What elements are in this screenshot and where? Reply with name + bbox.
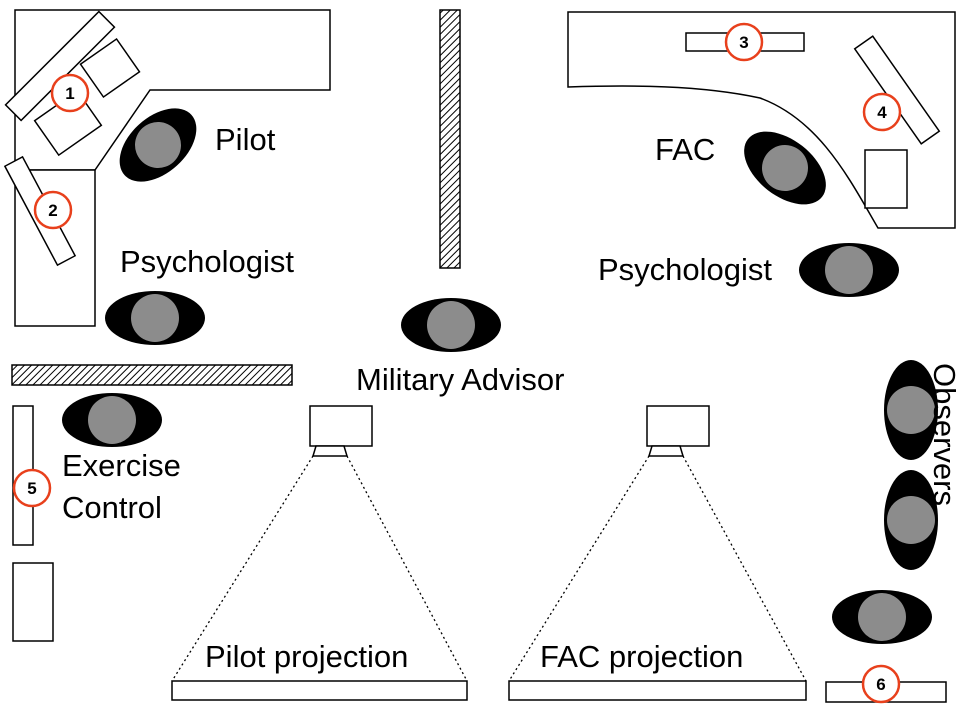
fac-beam-left xyxy=(508,455,650,682)
badge-4: 4 xyxy=(862,92,902,132)
badge-6-number: 6 xyxy=(876,675,885,694)
pilot-person xyxy=(119,108,197,182)
pilot-screen-1 xyxy=(4,10,116,122)
badge-5-number: 5 xyxy=(27,479,36,498)
military-advisor-person xyxy=(401,298,501,352)
exercise-control-label-line1: Exercise xyxy=(62,448,181,483)
fac-projection-label: FAC projection xyxy=(540,639,743,674)
center-wall xyxy=(439,9,461,269)
psychologist-right-person xyxy=(799,243,899,297)
badge-3-number: 3 xyxy=(739,33,748,52)
pilot-projector-body xyxy=(309,405,373,447)
pilot-monitor-a xyxy=(79,37,141,99)
fac-station xyxy=(567,11,956,229)
badge-2: 2 xyxy=(33,190,73,230)
badge-1: 1 xyxy=(50,73,90,113)
psychologist-right-label: Psychologist xyxy=(598,252,772,287)
badge-2-number: 2 xyxy=(48,201,57,220)
exercise-control-person xyxy=(62,393,162,447)
control-monitor xyxy=(12,562,54,642)
badge-6: 6 xyxy=(861,664,901,704)
badge-5: 5 xyxy=(12,468,52,508)
pilot-projection-label: Pilot projection xyxy=(205,639,408,674)
fac-projector-lens xyxy=(647,445,685,457)
left-wall xyxy=(11,364,293,386)
fac-projector-body xyxy=(646,405,710,447)
observer-person-1 xyxy=(884,360,938,460)
badge-4-number: 4 xyxy=(877,103,887,122)
pilot-projector xyxy=(171,405,468,701)
observer-person-3 xyxy=(832,590,932,644)
badge-1-number: 1 xyxy=(65,84,74,103)
fac-label: FAC xyxy=(655,132,715,167)
pilot-projection-screen xyxy=(171,680,468,701)
fac-projection-screen xyxy=(508,680,807,701)
psychologist-left-label: Psychologist xyxy=(120,244,294,279)
badge-3: 3 xyxy=(724,22,764,62)
fac-person xyxy=(744,131,826,205)
fac-projector xyxy=(508,405,807,701)
observers-label: Observers xyxy=(927,363,961,506)
psychologist-left-person xyxy=(105,291,205,345)
pilot-projector-lens xyxy=(311,445,349,457)
exercise-control-label-line2: Control xyxy=(62,490,162,525)
exercise-control-station xyxy=(12,405,54,642)
pilot-label: Pilot xyxy=(215,122,276,157)
observer-person-2 xyxy=(884,470,938,570)
pilot-beam-left xyxy=(171,455,314,682)
military-advisor-label: Military Advisor xyxy=(356,362,564,397)
fac-monitor xyxy=(864,149,908,209)
